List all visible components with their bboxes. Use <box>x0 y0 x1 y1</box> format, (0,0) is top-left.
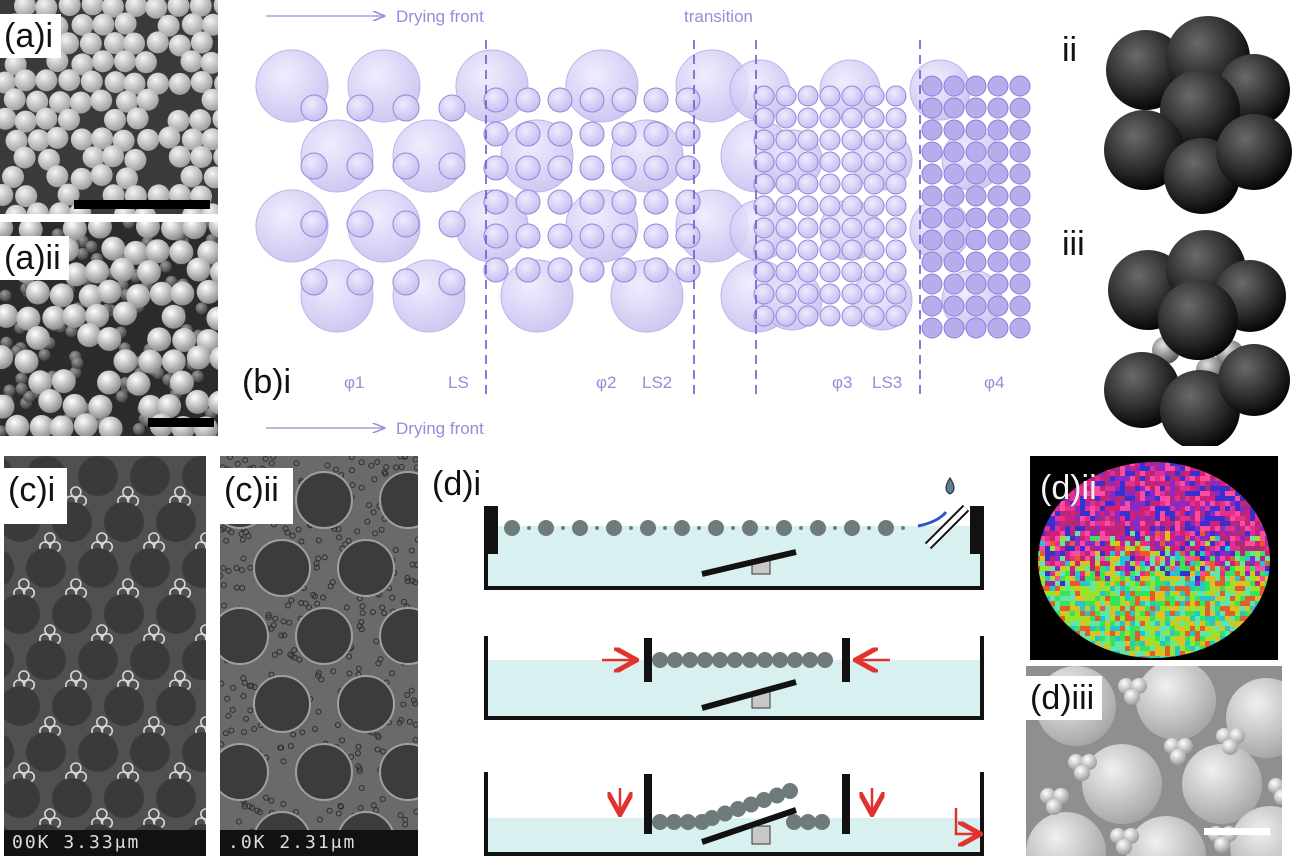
water-layer <box>486 660 980 716</box>
panel-d-i: (d)i <box>420 456 1020 864</box>
sem-image-a-i <box>0 0 218 214</box>
scale-bar <box>1204 828 1270 835</box>
tilted-substrate <box>701 807 797 845</box>
panel-label-b-i: (b)i <box>242 363 292 401</box>
barrier <box>842 638 850 682</box>
trough-step-1 <box>484 476 984 590</box>
panel-label-d-ii: (d)ii <box>1040 469 1097 507</box>
zone-label: LS2 <box>642 373 672 392</box>
trough-step-3 <box>484 772 984 856</box>
zone-label: φ1 <box>344 373 364 392</box>
drain-outlet-arrow <box>954 808 978 834</box>
zone-label: φ3 <box>832 373 852 392</box>
sem-caption: .0K 2.31μm <box>220 830 418 856</box>
water-layer <box>486 526 980 586</box>
color-map-image <box>1038 462 1270 658</box>
panel-b-ii: ii <box>1050 0 1300 220</box>
panel-c-i: 00K 3.33μm (c)i <box>4 456 206 856</box>
panel-a-i: (a)i <box>0 0 218 214</box>
transition-label: transition <box>684 7 753 26</box>
drying-front-label-top: Drying front <box>396 7 484 26</box>
panel-label-d-iii: (d)iii <box>1026 676 1103 720</box>
zone-label: φ2 <box>596 373 616 392</box>
drying-front-diagram: Drying front transition Drying front φ1 … <box>255 7 1031 438</box>
sem-image-d-iii <box>1026 666 1282 856</box>
barrier <box>644 638 652 682</box>
panel-a-ii: (a)ii <box>0 222 218 436</box>
scale-bar <box>74 200 210 209</box>
panel-label-c-i: (c)i <box>4 468 68 524</box>
panel-label-d-i: (d)i <box>428 462 490 506</box>
panel-label-a-ii: (a)ii <box>0 236 69 280</box>
cluster-image-iii <box>1104 230 1290 446</box>
panel-d-iii: (d)iii <box>1026 666 1282 856</box>
panel-b-iii: iii <box>1050 220 1300 446</box>
panel-label-a-i: (a)i <box>0 14 62 58</box>
tilted-substrate <box>701 549 797 577</box>
water-layer <box>486 818 980 852</box>
scale-bar <box>148 418 214 427</box>
sem-image-a-ii <box>0 222 218 436</box>
trough-step-2 <box>484 636 984 720</box>
barrier <box>486 506 498 554</box>
panel-c-ii: .0K 2.31μm (c)ii <box>220 456 418 856</box>
panel-label-c-ii: (c)ii <box>220 468 293 524</box>
zone-label: φ4 <box>984 373 1004 392</box>
barrier <box>644 774 652 834</box>
droplet-icon <box>945 476 955 495</box>
barrier <box>842 774 850 834</box>
injection-flow <box>917 511 948 528</box>
sem-caption: 00K 3.33μm <box>4 830 206 856</box>
substrate-support <box>751 825 771 845</box>
panel-d-ii: (d)ii <box>1030 456 1278 660</box>
transfer-schematic <box>484 476 984 856</box>
barrier <box>970 506 982 554</box>
zone-label: LS3 <box>872 373 902 392</box>
panel-b-i: Drying front transition Drying front φ1 … <box>234 0 1044 446</box>
zone-label: LS <box>448 373 469 392</box>
drying-front-label-bottom: Drying front <box>396 419 484 438</box>
panel-label-b-ii: ii <box>1062 31 1078 69</box>
panel-label-b-iii: iii <box>1062 225 1085 263</box>
cluster-image-ii <box>1104 16 1292 214</box>
tilted-substrate <box>701 679 797 711</box>
